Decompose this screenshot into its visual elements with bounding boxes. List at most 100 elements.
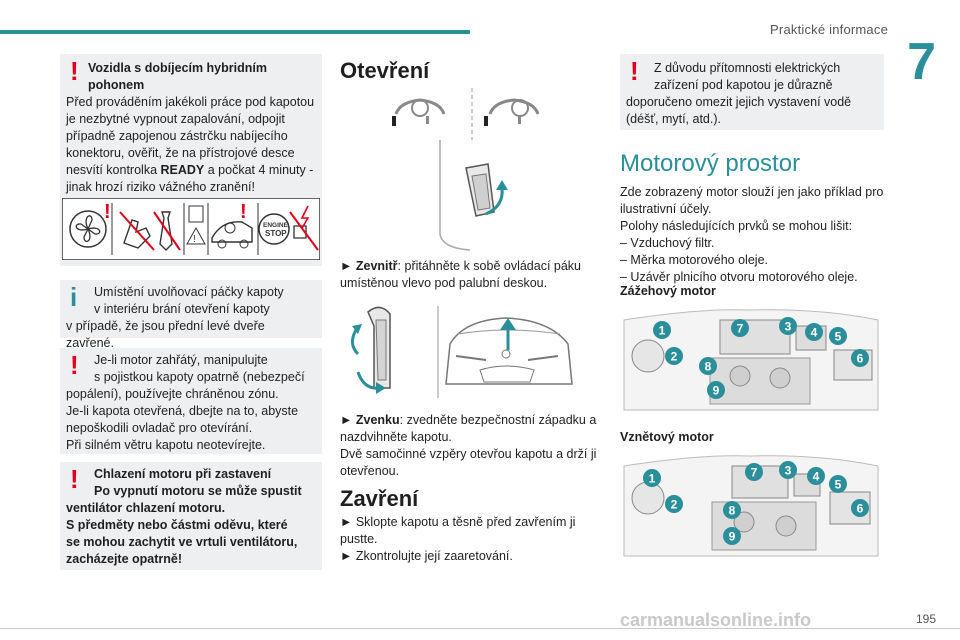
callout-6-label: 6 — [857, 502, 864, 516]
text-line: v interiéru brání otevření kapoty — [94, 302, 270, 316]
warning-icon: ! — [240, 201, 247, 223]
warning-icon: ! — [70, 56, 79, 86]
fan-icon — [69, 210, 107, 248]
callout-1-marker — [643, 469, 661, 487]
page-number: 195 — [915, 612, 936, 626]
warning-box-water-exposure: ! Z důvodu přítomnosti elektrických zaří… — [620, 54, 884, 130]
info-icon: i — [70, 282, 78, 312]
callout-2-label: 2 — [671, 498, 678, 512]
heading-close: Zavření — [340, 486, 419, 511]
warning-icon: ! — [630, 56, 639, 86]
warning-icon: ! — [70, 464, 79, 494]
callout-3-marker — [779, 461, 797, 479]
callout-9-marker — [723, 527, 741, 545]
callout-9-label: 9 — [729, 530, 736, 544]
mechanic-engine-icon — [211, 221, 253, 249]
heading-engine-compartment: Motorový prostor — [620, 150, 801, 177]
callout-3-label: 3 — [785, 464, 792, 478]
warning-box-hot-engine: ! Je-li motor zahřátý, manipulujte s poj… — [60, 348, 322, 454]
tie-icon — [153, 211, 181, 251]
instruction-outside: ► Zvenku: zvedněte bezpečnostní západku … — [340, 413, 597, 478]
text-line: se mohou zachytit ve vrtuli ventilátoru, — [66, 535, 298, 549]
text-line: Z důvodu přítomnosti elektrických — [654, 61, 841, 75]
callout-5-label: 5 — [835, 330, 842, 344]
engine-stop-label: STOP — [265, 229, 287, 238]
text-line: případně zapojenou zástrčku nabíjecího — [66, 129, 288, 143]
callout-2-marker — [665, 495, 683, 513]
text-line: konektoru, ověřit, že na přístrojové des… — [66, 146, 295, 160]
callout-5-marker — [829, 475, 847, 493]
steering-wheel-icon — [392, 98, 446, 126]
callout-4-marker — [805, 323, 823, 341]
heading-petrol-engine: Zážehový motor — [620, 284, 716, 298]
text-line: ventilátor chlazení motoru. — [66, 501, 226, 515]
engine-stop-label: ENGINE — [263, 222, 289, 229]
callout-7-marker — [745, 463, 763, 481]
box-title: Vozidla s dobíjecím hybridním — [88, 61, 267, 75]
exterior-latch-illustration — [351, 306, 573, 398]
text-line: Je-li kapota otevřená, dbejte na to, aby… — [66, 404, 299, 418]
manual-warning-icon: ! — [186, 205, 206, 245]
car-front-icon — [445, 317, 573, 385]
callout-4-marker — [807, 467, 825, 485]
text-line: Při silném větru kapotu neotevírejte. — [66, 438, 266, 452]
callout-3-marker — [779, 317, 797, 335]
callout-2-marker — [665, 347, 683, 365]
steering-wheel-icon — [484, 98, 540, 126]
heading-open: Otevření — [340, 58, 430, 83]
callout-4-label: 4 — [813, 470, 820, 484]
text-line: zacházejte opatrně! — [66, 552, 183, 566]
callout-7-label: 7 — [737, 322, 744, 336]
callout-5-label: 5 — [835, 478, 842, 492]
callout-1-marker — [653, 321, 671, 339]
watermark: carmanualsonline.info — [620, 610, 812, 630]
text-line: nesvítí kontrolka READY a počkat 4 minut… — [66, 163, 314, 177]
safety-latch-icon — [351, 306, 391, 394]
heading-diesel-engine: Vznětový motor — [620, 430, 714, 444]
box-title: Chlazení motoru při zastavení — [94, 467, 272, 481]
text-line: nepoškodili ovladač pro otevírání. — [66, 421, 253, 435]
callout-6-label: 6 — [857, 352, 864, 366]
box-title: pohonem — [88, 78, 145, 92]
header-accent-bar — [0, 30, 470, 34]
svg-text:!: ! — [193, 234, 196, 245]
text-line: Je-li motor zahřátý, manipulujte — [94, 353, 268, 367]
chapter-number: 7 — [907, 33, 936, 91]
callout-8-label: 8 — [705, 360, 712, 374]
callout-2-label: 2 — [671, 350, 678, 364]
text-line: popálení), používejte chráněnou zónu. — [66, 387, 279, 401]
callout-5-marker — [829, 327, 847, 345]
callout-8-marker — [723, 501, 741, 519]
callout-6-marker — [851, 499, 869, 517]
warning-icon: ! — [70, 350, 79, 380]
text-line: Umístění uvolňovací páčky kapoty — [94, 285, 284, 299]
instruction-inside: ► Zevnitř: přitáhněte k sobě ovládací pá… — [340, 259, 582, 290]
engine-description: Zde zobrazený motor slouží jen jako přík… — [620, 185, 884, 284]
callout-8-marker — [699, 357, 717, 375]
hand-icon — [119, 211, 155, 251]
text-line: Před prováděním jakékoli práce pod kapot… — [66, 95, 315, 109]
text-line: s pojistkou kapoty opatrně (nebezpečí — [94, 370, 305, 384]
text-line: Po vypnutí motoru se může spustit — [94, 484, 302, 498]
warning-icon: ! — [104, 201, 111, 223]
callout-7-label: 7 — [751, 466, 758, 480]
safety-icons-strip: ! ! ! ENGINE STOP — [62, 198, 320, 260]
text-line: zařízení pod kapotou je důrazně — [654, 78, 833, 92]
callout-8-label: 8 — [729, 504, 736, 518]
callout-3-label: 3 — [785, 320, 792, 334]
callout-4-label: 4 — [811, 326, 818, 340]
text-line: je nezbytné vypnout zapalování, odpojit — [66, 112, 285, 126]
warning-box-hybrid: ! Vozidla s dobíjecím hybridním pohonem … — [60, 54, 322, 266]
charging-plug-icon — [289, 205, 319, 251]
info-box-hood-release: i Umístění uvolňovací páčky kapoty v int… — [60, 280, 322, 350]
text-line: doporučeno omezit jejich vystavení vodě — [626, 95, 852, 109]
callout-6-marker — [851, 349, 869, 367]
callout-7-marker — [731, 319, 749, 337]
callout-9-marker — [707, 381, 725, 399]
hood-release-lever-icon — [465, 163, 495, 217]
footer-divider — [0, 628, 960, 629]
